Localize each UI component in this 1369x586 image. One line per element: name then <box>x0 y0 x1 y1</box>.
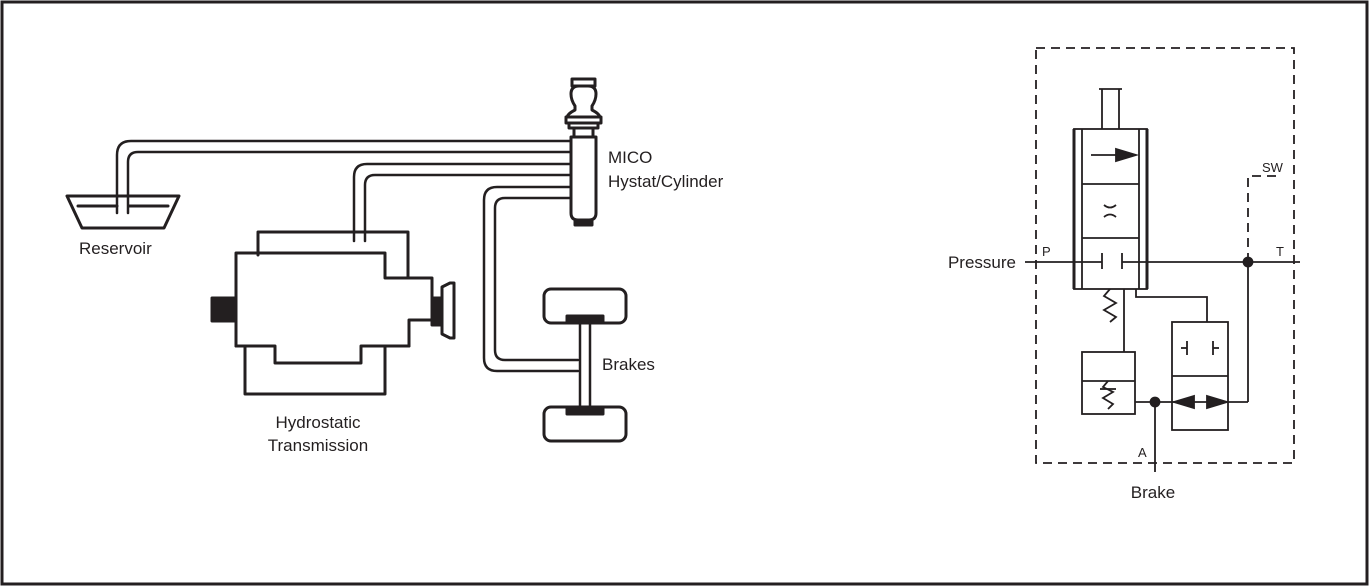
main-valve-body <box>1073 128 1148 290</box>
valve-schematic <box>1025 47 1300 472</box>
transmission-label-line2: Transmission <box>268 436 368 455</box>
sw-pilot-line <box>1247 175 1278 262</box>
hose-transmission <box>352 162 577 243</box>
spring-icon <box>1102 288 1118 323</box>
brakes-label: Brakes <box>602 355 655 374</box>
hose-brakes <box>482 185 580 373</box>
left-arrow-icon <box>1170 394 1195 410</box>
transmission-label-line1: Hydrostatic <box>275 413 361 432</box>
valve-label-line1: MICO <box>608 148 652 167</box>
flow-arrow-icon <box>1115 147 1140 163</box>
port-p-label: P <box>1042 244 1051 259</box>
schematic-boundary <box>1035 47 1295 464</box>
hystat-cylinder-icon <box>564 77 603 227</box>
port-sw-label: SW <box>1262 160 1284 175</box>
port-t-label: T <box>1276 244 1284 259</box>
port-a-label: A <box>1138 445 1147 460</box>
brakes-icon <box>542 287 628 443</box>
pressure-label: Pressure <box>948 253 1016 272</box>
hydrostatic-transmission-icon <box>210 230 456 396</box>
pictorial-diagram <box>65 77 628 443</box>
valve-label-line2: Hystat/Cylinder <box>608 172 724 191</box>
brake-label: Brake <box>1131 483 1175 502</box>
right-arrow-icon <box>1206 394 1231 410</box>
reservoir-icon <box>65 194 181 230</box>
reservoir-label: Reservoir <box>79 239 152 258</box>
hose-reservoir <box>115 139 577 215</box>
